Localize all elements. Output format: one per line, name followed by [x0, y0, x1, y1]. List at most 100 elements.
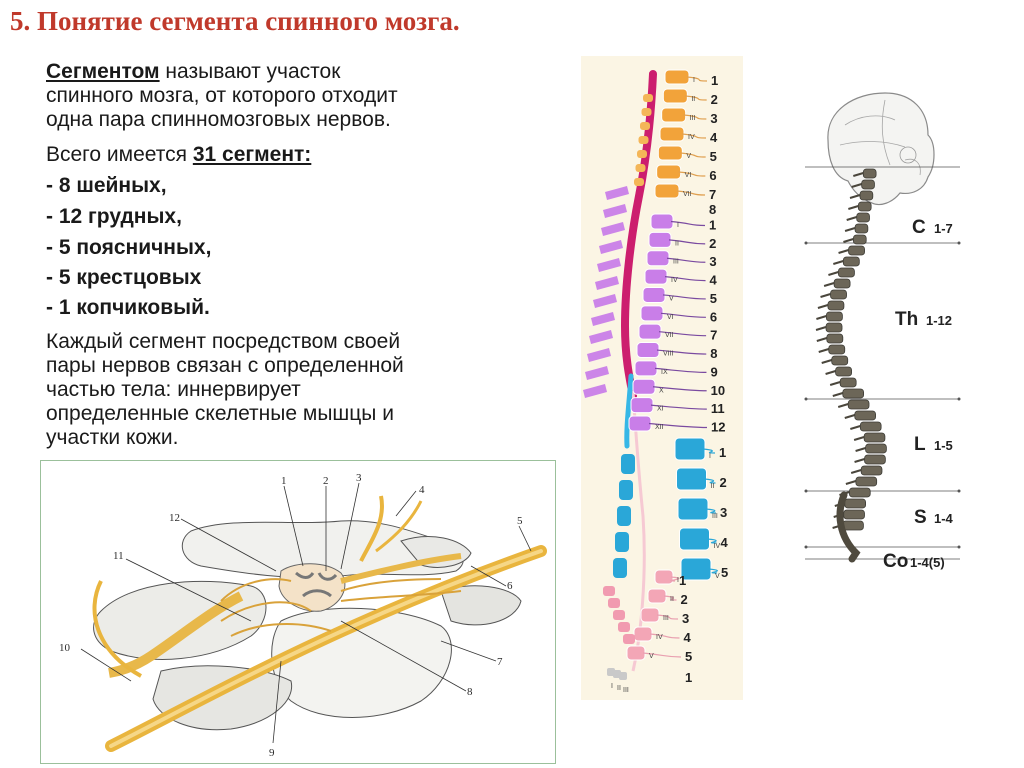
lumbar-spinous-process [619, 480, 633, 500]
region-label-lumbar-range: 1-5 [934, 438, 953, 453]
thoracic-number-label: 11 [711, 401, 725, 416]
thoracic-nerve [652, 386, 707, 392]
skeleton-spinous-process [838, 249, 849, 254]
skeleton-vertebra [864, 454, 886, 465]
description-line-5: участки кожи. [46, 426, 179, 449]
skeleton-vertebra [843, 509, 865, 520]
skeleton-spinous-process [816, 315, 827, 320]
thoracic-roman-label: V [669, 295, 674, 302]
description-line-4: определенные скелетные мышцы и [46, 402, 394, 425]
sacral-nerve [649, 633, 680, 639]
anatomy-label-12: 12 [169, 512, 180, 524]
coccygeal-number-label: 1 [685, 670, 692, 685]
skull-drawing [827, 92, 935, 206]
cervical-roman-label: V [686, 153, 691, 160]
anatomy-label-7: 7 [497, 656, 503, 668]
skeleton-vertebral-column [815, 168, 887, 563]
lumbar-vertebra [674, 437, 706, 461]
skeleton-spinous-process [829, 381, 841, 386]
thoracic-roman-label: VI [667, 314, 674, 321]
skeleton-spinous-process [854, 458, 865, 463]
thoracic-spinous-process [595, 276, 619, 290]
thoracic-roman-label: IX [661, 369, 668, 376]
region-label-coccygeal-letter: Co [883, 551, 908, 572]
definition-term: Сегментом [46, 60, 160, 83]
region-label-lumbar-letter: L [914, 434, 926, 455]
sacral-vertebra [640, 607, 660, 623]
sacral-roman-label: I [677, 577, 679, 584]
sacral-number-label: 3 [682, 611, 689, 626]
sacral-piece [623, 634, 635, 644]
thoracic-vertebra [646, 250, 670, 267]
skeleton-spinous-process [844, 227, 856, 232]
cervical-nerve [680, 152, 706, 158]
skeleton-vertebra [859, 421, 882, 432]
sacral-roman-label: III [663, 615, 669, 622]
lumbar-nerve [707, 538, 717, 544]
lumbar-number-label: 3 [720, 505, 727, 520]
sacral-roman-label: IV [656, 634, 663, 641]
skeleton-spinous-process [837, 403, 849, 408]
region-label-cervical-letter: C [912, 217, 926, 238]
cervical-nerve [676, 190, 706, 196]
sacral-vertebra [647, 588, 667, 604]
cervical-vertebra [657, 145, 683, 161]
cervical-nerve [681, 133, 707, 139]
thoracic-nerve [668, 239, 706, 245]
description-line-2: пары нервов связан с определенной [46, 354, 404, 377]
lumbar-vertebra [677, 497, 709, 521]
thoracic-spinous-process [603, 204, 627, 218]
skeleton-spine-figure: C 1-7 Th 1-12 L 1-5 S 1-4 Co 1-4(5) [800, 85, 1000, 585]
thoracic-spinous-process [597, 258, 621, 272]
thoracic-spinous-process [587, 348, 611, 362]
skeleton-vertebra [860, 465, 883, 476]
anatomy-label-5: 5 [517, 515, 523, 527]
thoracic-vertebra [644, 268, 668, 285]
skeleton-spinous-process [828, 271, 839, 276]
thoracic-roman-label: XI [657, 406, 664, 413]
anatomy-label-1: 1 [281, 475, 287, 487]
thoracic-vertebra [636, 342, 660, 359]
cervical-roman-label: I [693, 77, 695, 84]
coccygeal-roman-label: I [611, 683, 613, 690]
thoracic-roman-label: VIII [663, 351, 674, 358]
total-line: Всего имеется 31 сегмент: [46, 143, 311, 167]
thoracic-roman-label: II [675, 240, 679, 247]
segment-cervical: - 8 шейных, [46, 174, 167, 197]
sacral-number-label: 2 [681, 592, 688, 607]
anatomy-label-6: 6 [507, 580, 513, 592]
cervical-vertebra [656, 164, 682, 180]
anatomy-label-11: 11 [113, 550, 124, 562]
skeleton-vertebra [854, 410, 876, 421]
thoracic-vertebra [640, 305, 664, 322]
region-label-coccygeal-range: 1-4(5) [910, 555, 945, 570]
cervical-vertebra [661, 107, 687, 123]
skeleton-spinous-process [816, 337, 828, 342]
region-label-sacral-range: 1-4 [934, 511, 954, 526]
skeleton-vertebra [838, 267, 855, 278]
skeleton-spinous-process [844, 414, 856, 419]
vertebra-cross-section-svg: 1 2 3 4 5 6 7 8 9 10 11 12 [59, 472, 547, 759]
skeleton-vertebra [848, 245, 865, 256]
lumbar-roman-label: V [715, 573, 720, 580]
lumbar-vertebra [676, 467, 707, 491]
lumbar-nerve [705, 508, 717, 514]
skeleton-spinous-process [825, 370, 836, 375]
skeleton-vertebra [835, 366, 852, 377]
sacral-number-label: 4 [684, 630, 692, 645]
sacral-piece [608, 598, 620, 608]
cervical-number-label: 8 [709, 202, 716, 217]
definition-line-3: одна пара спинномозговых нервов. [46, 108, 391, 131]
thoracic-number-label: 6 [710, 309, 717, 324]
skeleton-spinous-process [845, 480, 857, 485]
thoracic-nerve [670, 220, 706, 227]
thoracic-roman-label: III [673, 259, 679, 266]
skeleton-vertebra [862, 168, 877, 179]
segment-coccygeal: - 1 копчиковый. [46, 296, 210, 319]
thoracic-vertebra [632, 378, 656, 395]
skeleton-vertebra [825, 322, 843, 333]
skeleton-vertebra [842, 520, 864, 531]
thoracic-roman-label: VII [665, 332, 674, 339]
segment-thoracic: - 12 грудных, [46, 205, 182, 228]
